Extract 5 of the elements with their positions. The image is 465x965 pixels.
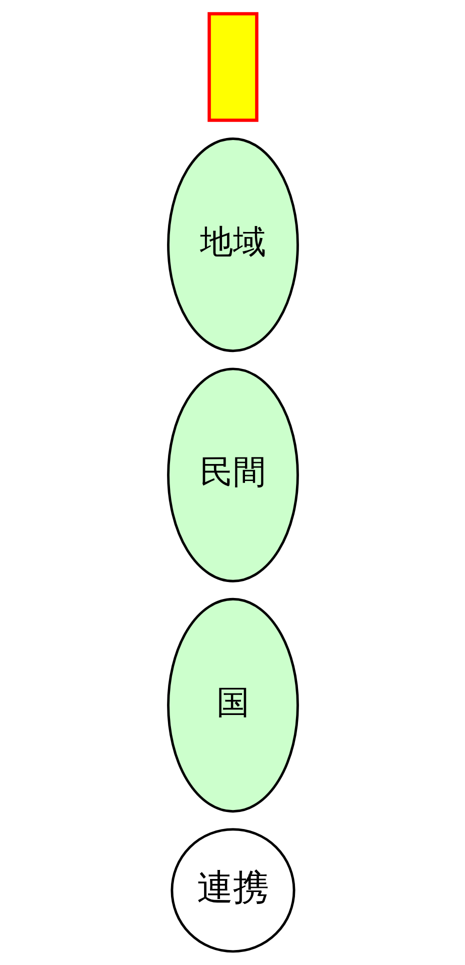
- node-box: [207, 12, 258, 122]
- node-ellipse: 地域: [166, 137, 298, 352]
- node-circle: 連携: [170, 828, 295, 953]
- node-ellipse: 国: [166, 598, 298, 813]
- node-ellipse: 民間: [166, 368, 298, 582]
